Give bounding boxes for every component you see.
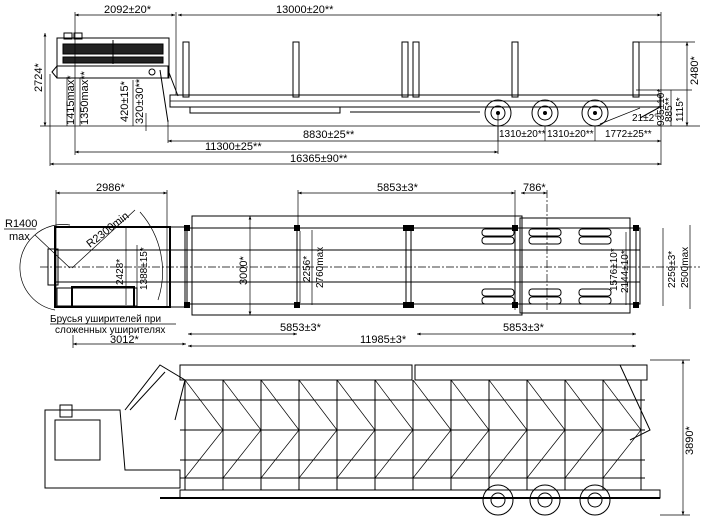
dim-1415: 1415max* (65, 75, 77, 125)
transporter-view: 3890* (44, 359, 696, 516)
tire (481, 236, 515, 245)
frame-plan (184, 227, 641, 305)
dim-2256: 2256* (302, 256, 313, 282)
stake-socket (294, 302, 300, 308)
stake-socket (294, 225, 300, 231)
dim-5853-right: 5853±3* (503, 322, 545, 334)
radius-1400-max: max (9, 231, 30, 243)
plan-view: 2986* 5853±3* 786* R1400 max R (4, 182, 700, 348)
stake (182, 41, 190, 98)
dim-1576: 1576±10* (609, 248, 620, 291)
dim-3012: 3012* (110, 334, 139, 346)
dim-3890: 3890* (684, 426, 696, 455)
dim-1310-a: 1310±20** (499, 129, 546, 140)
platform-outline (191, 215, 523, 316)
wheel (529, 484, 561, 516)
dim-2724: 2724* (33, 63, 45, 92)
tire (578, 228, 612, 237)
tire (481, 296, 515, 305)
dim-1388: 1388±15* (139, 247, 150, 290)
dim-2144: 2144±10* (620, 250, 631, 293)
dim-1310-b: 1310±20** (547, 129, 594, 140)
dim-2092: 2092±20* (104, 4, 152, 16)
tire (578, 296, 612, 305)
dim-420: 420±15* (119, 80, 131, 122)
stake-socket (408, 302, 414, 308)
dim-885: 885** (664, 97, 675, 122)
stake-socket (403, 225, 409, 231)
note-line-1: Брусья уширителей при (50, 314, 161, 325)
dim-3000: 3000* (238, 256, 250, 285)
dim-786: 786* (523, 182, 546, 194)
stake-socket (633, 302, 639, 308)
tire (528, 228, 562, 237)
stake (412, 41, 420, 98)
stake-socket (512, 302, 518, 308)
dim-2986: 2986* (96, 182, 125, 194)
dim-935: 935±10* (656, 89, 667, 126)
tire (578, 236, 612, 245)
dim-1350: 1350max** (79, 70, 91, 125)
stake-socket (512, 225, 518, 231)
dim-2428: 2428* (115, 259, 126, 285)
stake-socket (184, 225, 190, 231)
side-view: 2092±20* 13000±20** 8830±25** 11300±25**… (33, 4, 701, 166)
radius-2300: R2300min (84, 210, 131, 250)
dim-2480: 2480* (689, 56, 701, 85)
dim-5853-top: 5853±3* (377, 182, 419, 194)
dim-11985: 11985±3* (360, 334, 407, 346)
dim-2259: 2259±3* (667, 251, 678, 288)
stake-socket (403, 302, 409, 308)
tire (578, 288, 612, 297)
stake (511, 41, 519, 98)
tire (481, 288, 515, 297)
stake-socket (633, 225, 639, 231)
radius-1400: R1400 (5, 218, 37, 230)
dim-5853-left: 5853±3* (280, 322, 322, 334)
tire (528, 296, 562, 305)
wheel (482, 484, 514, 516)
dim-13000: 13000±20** (276, 4, 334, 16)
dim-angle-21: 21±2° (632, 113, 658, 124)
tire (528, 288, 562, 297)
dim-16365: 16365±90** (290, 153, 348, 165)
tire (481, 228, 515, 237)
stake (632, 41, 640, 98)
stake-socket (408, 225, 414, 231)
tire (528, 236, 562, 245)
dim-8830: 8830±25** (303, 129, 355, 141)
dim-11300: 11300±25** (205, 141, 262, 153)
dim-2500: 2500max (680, 247, 691, 288)
wheel (579, 484, 611, 516)
dim-1772: 1772±25** (605, 129, 652, 140)
stake (292, 41, 300, 98)
note-line-2: сложенных уширителях (55, 325, 165, 336)
stake-socket (184, 302, 190, 308)
stake (401, 41, 409, 98)
dim-2760: 2760max (315, 247, 326, 288)
dim-320: 320±30** (134, 78, 146, 124)
dim-1115: 1115* (675, 97, 686, 122)
